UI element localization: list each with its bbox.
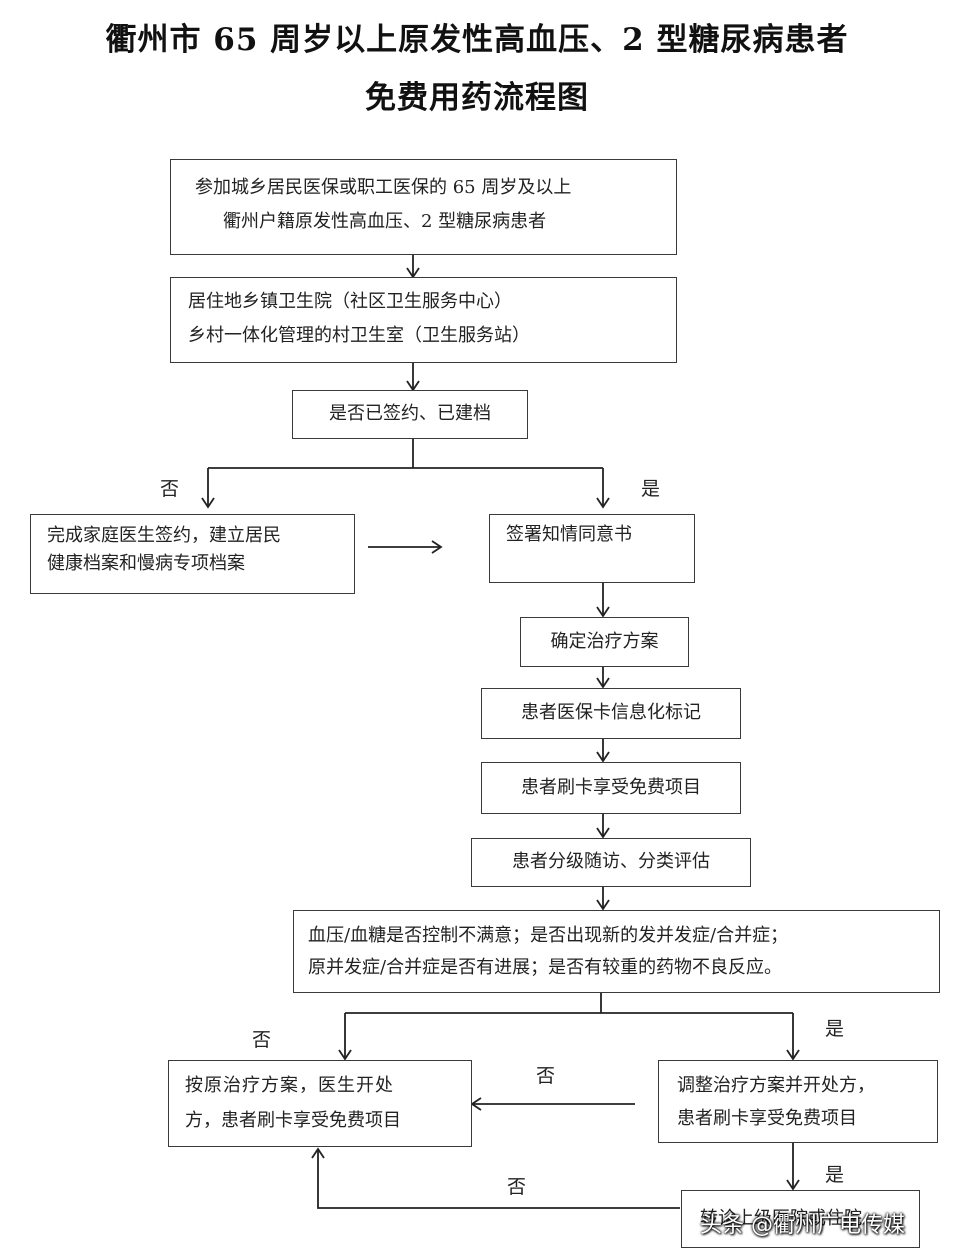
label-yes-2: 是	[825, 1018, 845, 1040]
keep-plan-box: 按原治疗方案，医生开处 方，患者刷卡享受免费项目	[168, 1060, 472, 1147]
card-mark-box: 患者医保卡信息化标记	[481, 688, 741, 739]
followup-text: 患者分级随访、分类评估	[512, 851, 710, 872]
referral-text: 转诊上级医院或住院	[700, 1208, 862, 1229]
eligibility-line-1: 参加城乡居民医保或职工医保的 65 周岁及以上	[195, 177, 572, 198]
eligibility-box: 参加城乡居民医保或职工医保的 65 周岁及以上 衢州户籍原发性高血压、2 型糖尿…	[170, 159, 677, 255]
adjust-plan-line-1: 调整治疗方案并开处方，	[677, 1075, 875, 1096]
label-yes-1: 是	[641, 478, 661, 500]
evaluation-box: 血压/血糖是否控制不满意；是否出现新的发并发症/合并症； 原并发症/合并症是否有…	[293, 910, 940, 993]
clinic-line-2: 乡村一体化管理的村卫生室（卫生服务站）	[188, 325, 530, 346]
consent-text: 签署知情同意书	[506, 524, 632, 545]
treatment-plan-text: 确定治疗方案	[550, 631, 659, 652]
label-no-2: 否	[252, 1029, 272, 1051]
keep-plan-line-2: 方，患者刷卡享受免费项目	[185, 1110, 401, 1131]
evaluation-line-2: 原并发症/合并症是否有进展；是否有较重的药物不良反应。	[308, 957, 783, 978]
referral-box: 转诊上级医院或住院	[681, 1190, 920, 1248]
signed-check-text: 是否已签约、已建档	[329, 403, 491, 424]
label-no-1: 否	[160, 478, 180, 500]
card-swipe-text: 患者刷卡享受免费项目	[521, 777, 701, 798]
adjust-plan-box: 调整治疗方案并开处方， 患者刷卡享受免费项目	[658, 1060, 938, 1143]
adjust-plan-line-2: 患者刷卡享受免费项目	[677, 1108, 857, 1129]
followup-box: 患者分级随访、分类评估	[471, 838, 751, 887]
label-no-4: 否	[507, 1176, 527, 1198]
page-subtitle: 免费用药流程图	[365, 80, 589, 116]
label-no-3: 否	[536, 1065, 556, 1087]
keep-plan-line-1: 按原治疗方案，医生开处	[185, 1075, 394, 1096]
clinic-box: 居住地乡镇卫生院（社区卫生服务中心） 乡村一体化管理的村卫生室（卫生服务站）	[170, 277, 677, 363]
card-mark-text: 患者医保卡信息化标记	[521, 702, 701, 723]
evaluation-line-1: 血压/血糖是否控制不满意；是否出现新的发并发症/合并症；	[308, 925, 789, 946]
consent-box: 签署知情同意书	[489, 514, 695, 583]
clinic-line-1: 居住地乡镇卫生院（社区卫生服务中心）	[188, 291, 512, 312]
label-yes-3: 是	[825, 1164, 845, 1186]
family-doctor-line-2: 健康档案和慢病专项档案	[47, 553, 245, 574]
card-swipe-box: 患者刷卡享受免费项目	[481, 762, 741, 814]
family-doctor-box: 完成家庭医生签约，建立居民 健康档案和慢病专项档案	[30, 514, 355, 594]
eligibility-line-2: 衢州户籍原发性高血压、2 型糖尿病患者	[223, 211, 547, 232]
family-doctor-line-1: 完成家庭医生签约，建立居民	[47, 525, 281, 546]
signed-check-box: 是否已签约、已建档	[292, 390, 528, 439]
page-title: 衢州市 65 周岁以上原发性高血压、2 型糖尿病患者	[105, 22, 849, 58]
watermark: 头条 @衢州广电传媒	[700, 1213, 905, 1238]
treatment-plan-box: 确定治疗方案	[520, 617, 689, 667]
arrow-referral-keep	[311, 1147, 680, 1209]
